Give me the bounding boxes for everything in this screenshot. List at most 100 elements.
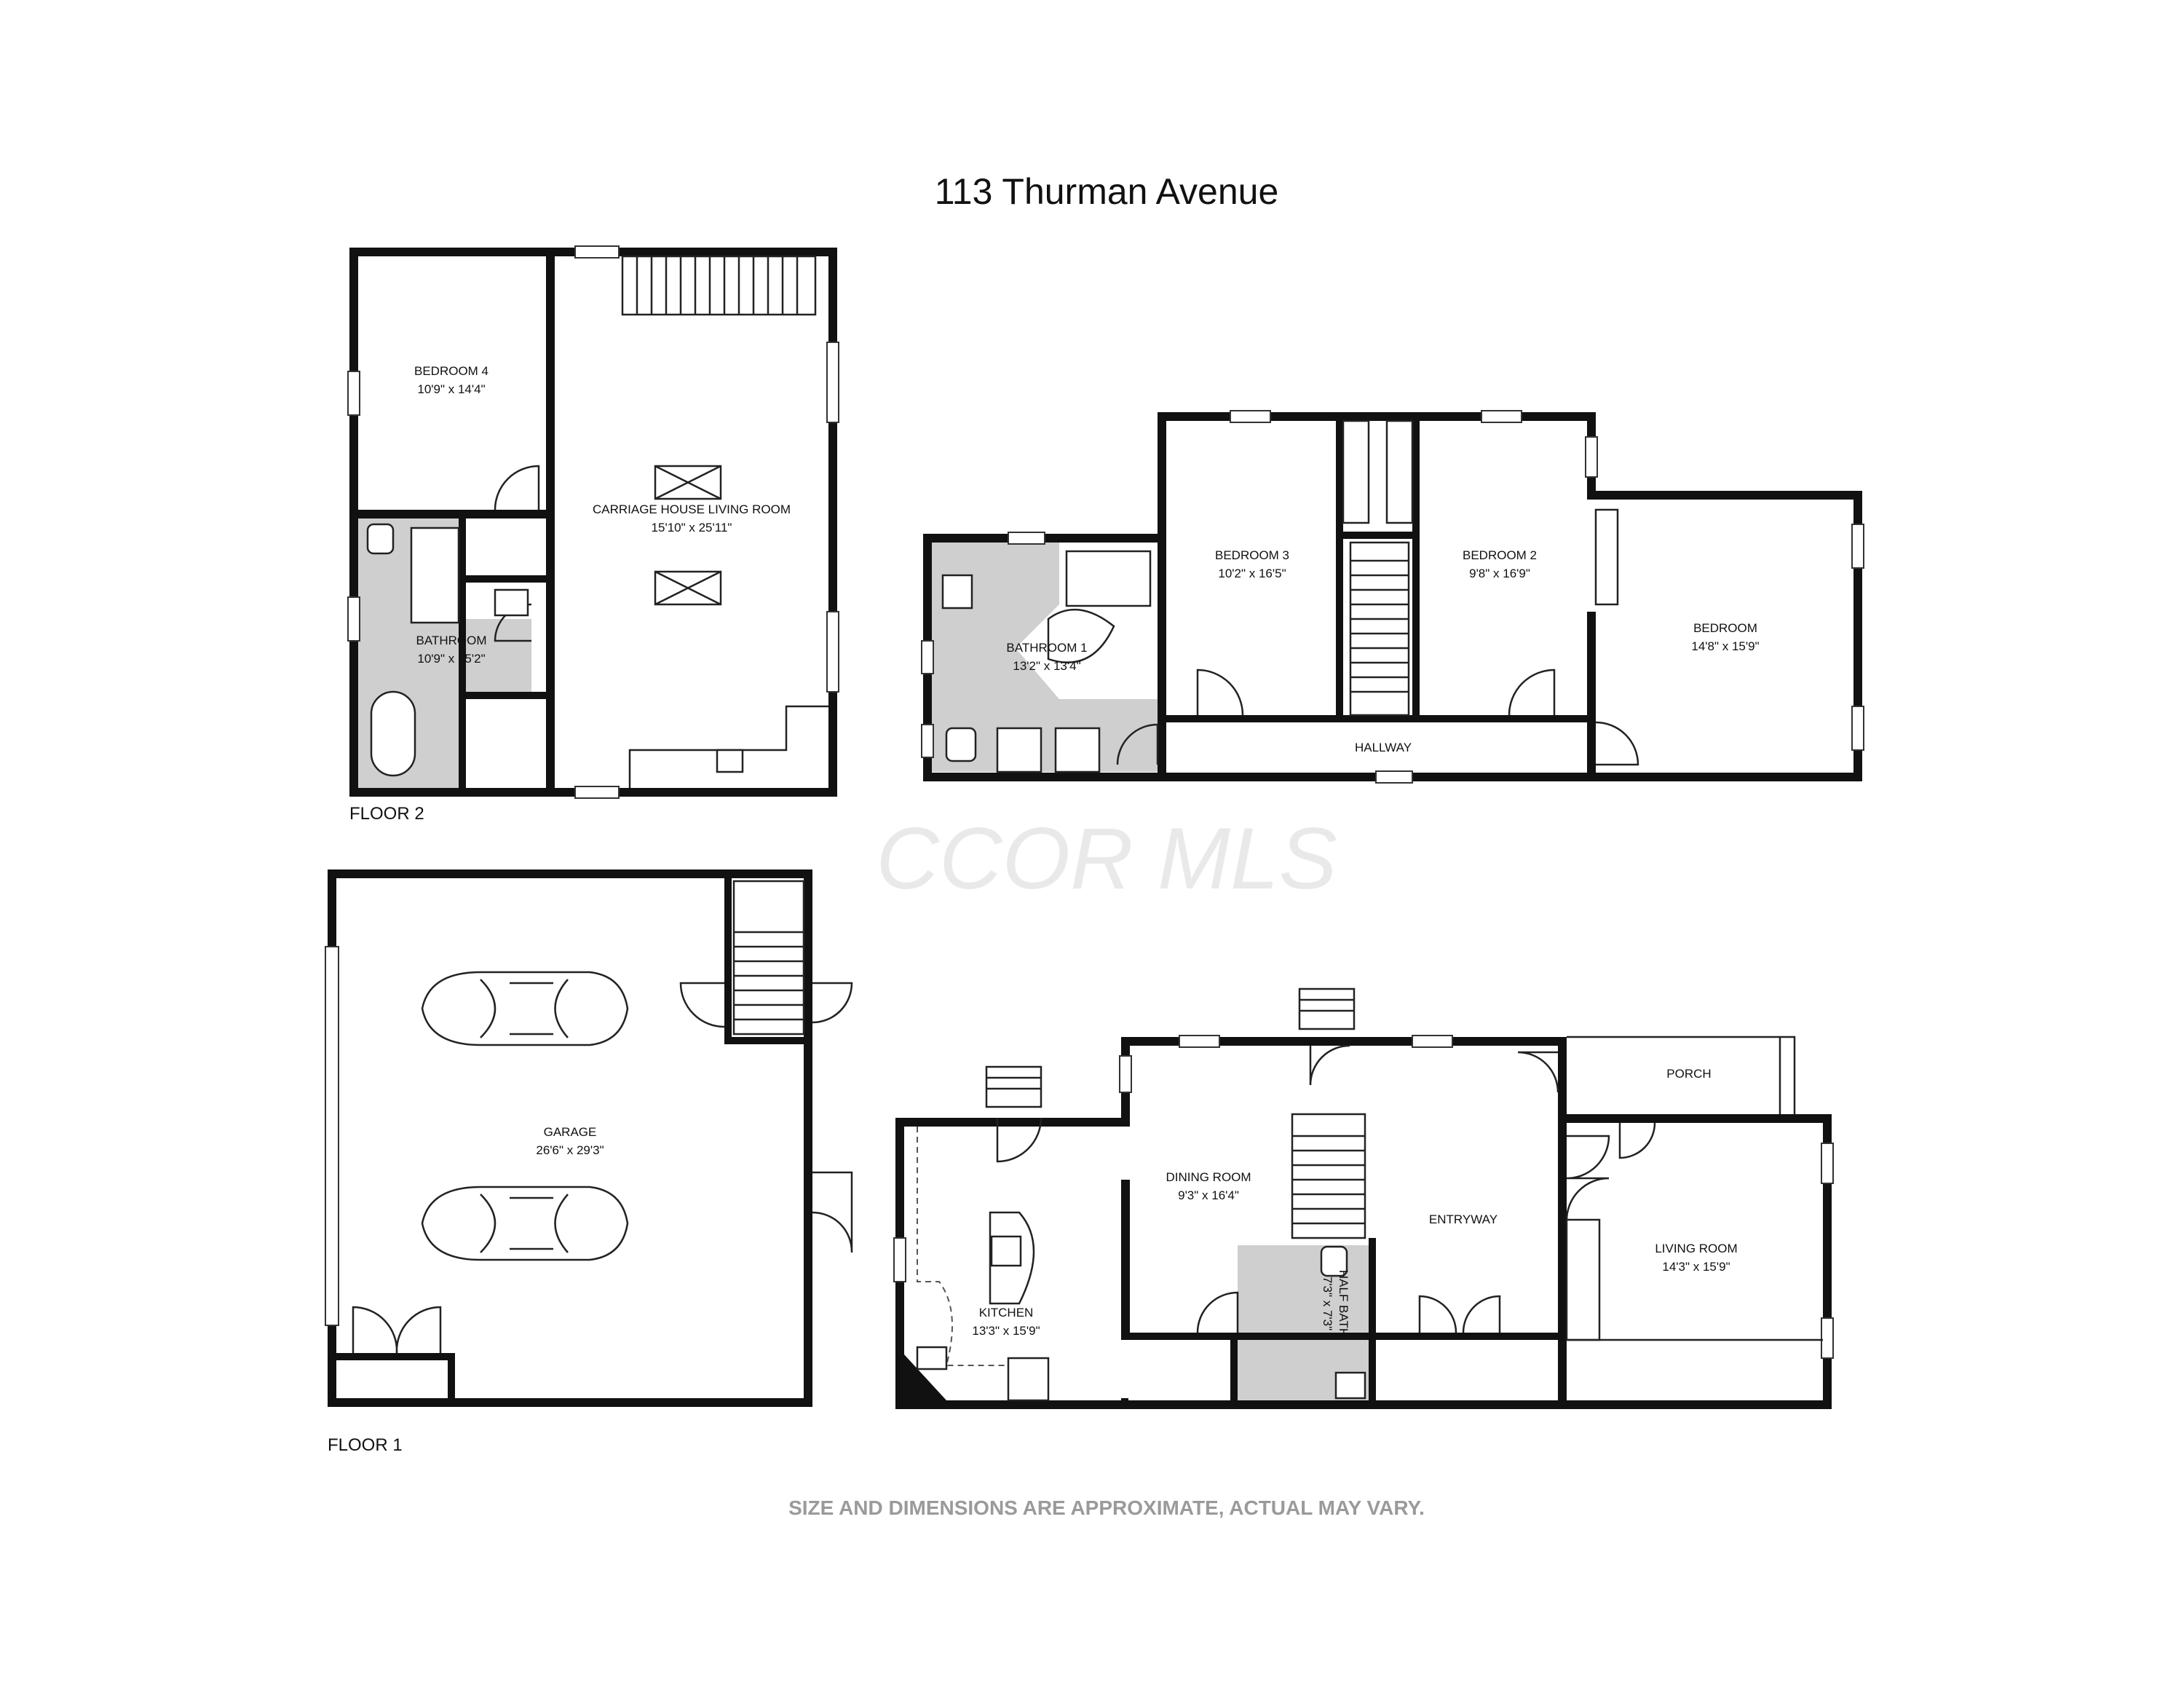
window	[574, 245, 620, 259]
carriage-house-floor-1: GARAGE 26'6" x 29'3"	[325, 869, 853, 1407]
staircase	[1349, 541, 1410, 717]
wall	[1166, 715, 1596, 722]
window	[1851, 706, 1864, 751]
room-label: HALLWAY	[1355, 741, 1412, 754]
main-house-floor-2: BATHROOM 1 13'2" x 13'4" BEDROOM 3 10'2"…	[921, 410, 1864, 784]
room-label: BEDROOM 3	[1215, 548, 1289, 562]
door-swing	[1565, 1135, 1610, 1221]
toilet-icon	[366, 523, 395, 555]
window	[1179, 1035, 1220, 1048]
toilet-icon	[1320, 1245, 1348, 1277]
wall	[1121, 1333, 1376, 1340]
closet	[1594, 508, 1619, 606]
wall	[349, 510, 553, 518]
room-size: 10'2" x 16'5"	[1218, 567, 1286, 580]
sink-icon	[941, 574, 973, 610]
shower-icon	[1065, 550, 1152, 607]
room-size: 10'9" x 15'2"	[417, 652, 485, 666]
sink-icon	[1334, 1371, 1366, 1400]
main-house-floor-1: PORCH	[893, 987, 1834, 1409]
vanity-sink-icon	[494, 588, 529, 617]
door-swing	[812, 1171, 853, 1253]
door-swing	[1595, 721, 1639, 766]
wall	[1369, 1333, 1558, 1340]
closet	[1385, 419, 1414, 524]
door-swing	[1517, 1051, 1559, 1093]
door-swing	[1309, 1044, 1350, 1086]
disclaimer: SIZE AND DIMENSIONS ARE APPROXIMATE, ACT…	[788, 1496, 1425, 1519]
wall	[466, 575, 553, 583]
wall	[1230, 1333, 1238, 1409]
room-size: 14'3" x 15'9"	[1662, 1260, 1730, 1274]
room-label: HALF BATH	[1337, 1270, 1350, 1337]
bathtub-icon	[1047, 608, 1115, 663]
closet	[1054, 727, 1101, 773]
wall	[895, 1400, 1832, 1409]
wall	[1336, 532, 1420, 539]
wall	[459, 510, 466, 797]
entry-step	[1298, 987, 1356, 1030]
room-label: KITCHEN	[979, 1306, 1034, 1320]
wall	[1587, 491, 1862, 500]
wall	[1121, 1037, 1567, 1046]
fireplace-icon	[1565, 1218, 1601, 1341]
window	[347, 596, 360, 642]
closet	[996, 727, 1042, 773]
window	[826, 611, 839, 693]
window	[1008, 532, 1045, 545]
wall	[1121, 1398, 1128, 1409]
wall	[1336, 412, 1343, 722]
window	[1375, 770, 1413, 784]
window	[574, 786, 620, 799]
wall	[448, 1353, 455, 1407]
window	[1851, 524, 1864, 569]
wall	[328, 1353, 455, 1360]
wall	[1121, 1180, 1130, 1333]
window	[1230, 410, 1271, 423]
window	[347, 371, 360, 416]
wall	[1558, 1114, 1832, 1123]
sink-icon	[916, 1346, 948, 1370]
window	[921, 640, 934, 674]
shower-icon	[410, 526, 460, 624]
door-swing	[1618, 1122, 1656, 1159]
window	[1481, 410, 1522, 423]
wall	[1158, 412, 1596, 421]
room-label: BEDROOM	[1693, 621, 1757, 635]
wall	[1158, 412, 1166, 781]
sink-icon	[716, 749, 744, 773]
wall	[724, 1037, 812, 1044]
door-swing	[1116, 723, 1159, 765]
room-label: DINING ROOM	[1166, 1170, 1251, 1184]
wall	[466, 692, 553, 699]
wall	[895, 1118, 1121, 1127]
room-size: 13'2" x 13'4"	[1013, 659, 1080, 673]
bathtub-icon	[370, 690, 416, 777]
room-label: PORCH	[1666, 1067, 1711, 1081]
carriage-house-floor-2: BEDROOM 4 10'9" x 14'4" CARRIAGE HOUSE L…	[347, 245, 839, 799]
wall	[1369, 1238, 1376, 1409]
cooktop-icon	[990, 1235, 1022, 1267]
wall	[1412, 412, 1420, 722]
counter	[917, 1127, 1016, 1366]
window	[826, 342, 839, 423]
room-label: BATHROOM	[416, 634, 487, 647]
window	[1585, 436, 1598, 478]
wall	[349, 248, 358, 797]
room-label: BEDROOM 2	[1463, 548, 1537, 562]
car-icon	[421, 971, 629, 1046]
staircase	[621, 255, 817, 316]
door-swing	[679, 982, 725, 1028]
staircase	[732, 880, 805, 1036]
window	[1821, 1317, 1834, 1359]
room-label: ENTRYWAY	[1429, 1212, 1497, 1226]
porch: PORCH	[1567, 1036, 1796, 1114]
wall	[328, 1398, 812, 1407]
door-swing	[1196, 1291, 1239, 1333]
door-swing	[1196, 669, 1244, 716]
door-swing	[352, 1306, 442, 1354]
door-swing	[494, 465, 540, 510]
room-label: GARAGE	[544, 1125, 597, 1139]
window	[1412, 1035, 1453, 1048]
cabinet	[1007, 1357, 1050, 1402]
